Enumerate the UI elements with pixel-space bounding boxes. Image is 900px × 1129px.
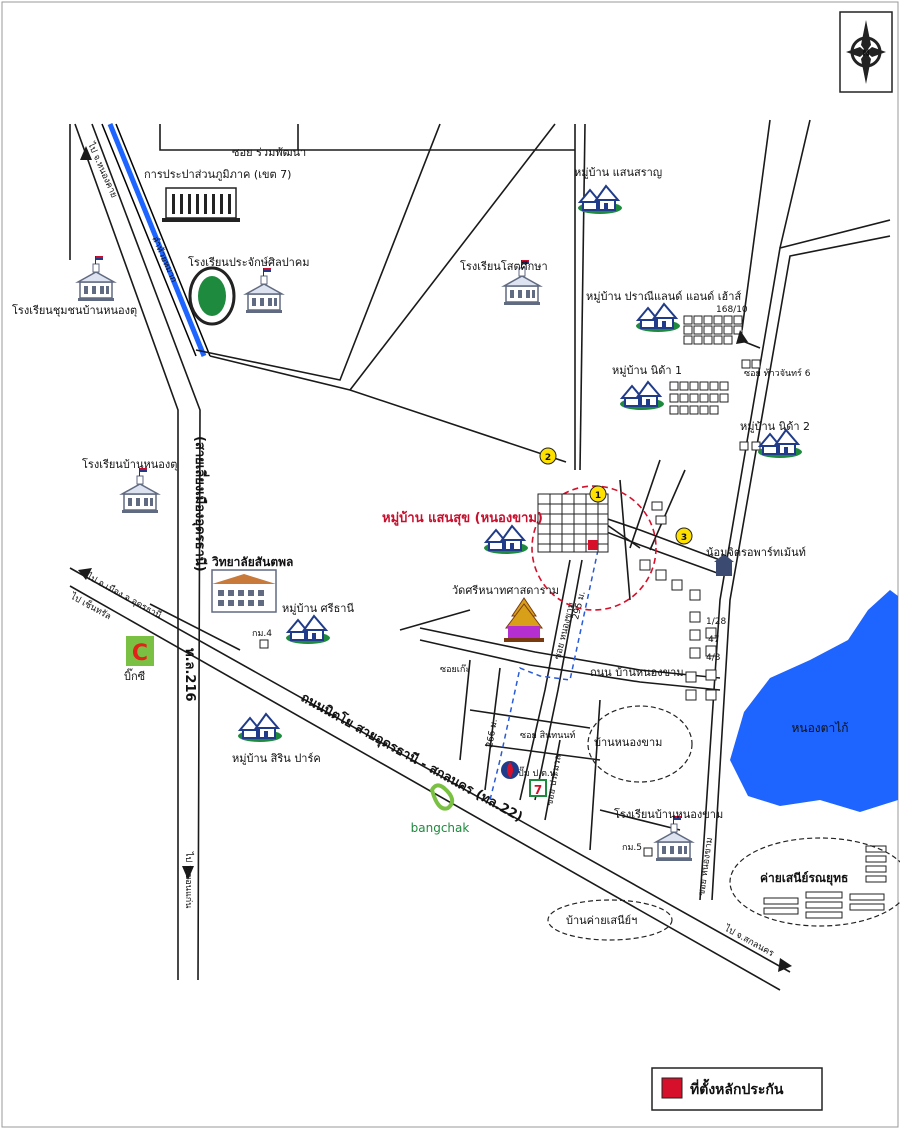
to-khonkaen-label: ไป จ.ขอนแก่น xyxy=(183,851,194,908)
legend-label: ที่ตั้งหลักประกัน xyxy=(690,1078,784,1098)
house-47-label: 47 xyxy=(708,635,719,645)
college-icon xyxy=(211,569,277,613)
ban-camp-label: บ้านค่ายเสนีย์ฯ xyxy=(566,914,637,927)
ban-camp-area xyxy=(547,899,673,941)
km4-label: กม.4 xyxy=(252,629,272,639)
village-icon xyxy=(635,303,681,333)
government-building-icon xyxy=(162,187,240,222)
ban-nongkham-road-label: ถนน บ้านหนองขาม xyxy=(590,666,684,679)
nong-ta-kai-label: หนองตาไก้ xyxy=(791,721,848,735)
nong-ta-kai-lake xyxy=(730,590,898,812)
main-road-label: ถนนนิตโย สายอุดรธานี - สกลนคร (ทล.22) xyxy=(298,689,526,826)
nida1-label: หมู่บ้าน นิด้า 1 xyxy=(612,364,682,377)
village-icon xyxy=(483,525,529,555)
noi-apartment-label: น้อมจิตรอพาร์ทเม้นท์ xyxy=(706,546,806,559)
apartment-icon xyxy=(714,554,734,576)
saensuk-label: หมู่บ้าน แสนสุข (หนองขาม) xyxy=(382,510,543,526)
wat-label: วัดศรีหนาทศาสดาราม xyxy=(452,584,559,597)
srithani-label: หมู่บ้าน ศรีธานี xyxy=(282,602,354,615)
legend-site-swatch xyxy=(661,1077,683,1099)
soi-ruam-phatthana-label: ซอย ร่วมพัฒนา xyxy=(232,146,306,159)
camp-label: ค่ายเสนีย์รณยุทธ xyxy=(760,871,848,886)
marker-3: 3 xyxy=(675,527,693,545)
village-icon xyxy=(285,615,331,645)
marker-2: 2 xyxy=(539,447,557,465)
ban-nongkham-label: บ้านหนองขาม xyxy=(594,736,662,749)
bangchak-logo-icon: bangchak xyxy=(411,783,470,835)
bigc-logo-icon: C xyxy=(126,636,154,666)
chumchon-nongdu-label: โรงเรียนชุมชนบ้านหนองตุ xyxy=(12,303,137,317)
soi-ke-label: ซอยเก๊ะ xyxy=(440,664,470,675)
saensaran-label: หมู่บ้าน แสนสราญ xyxy=(574,166,662,179)
site-radius-circle xyxy=(531,485,657,611)
convenience-store-icon: 7 xyxy=(529,779,547,797)
marker-1: 1 xyxy=(589,485,607,503)
village-icon xyxy=(619,381,665,411)
th216-label: ท.ล.216 xyxy=(182,648,197,702)
to-central-label: ไป เซ็นทรัล xyxy=(68,589,114,623)
sotsueksa-label: โรงเรียนโสตศึกษา xyxy=(460,259,548,273)
ban-nongkham-area xyxy=(587,705,693,783)
school-icon xyxy=(245,267,283,314)
village-icon xyxy=(757,429,803,459)
canal xyxy=(101,123,211,357)
store-logo-text: 7 xyxy=(534,783,542,797)
svg-text:2: 2 xyxy=(545,453,551,463)
village-icon xyxy=(237,713,283,743)
ban-nongkham-school-label: โรงเรียนบ้านหนองขาม xyxy=(614,807,723,821)
pranee-houses xyxy=(683,315,743,345)
camp-buildings xyxy=(763,845,887,919)
nida1-houses xyxy=(669,381,729,415)
compass-icon: N xyxy=(839,11,893,93)
pump-label: ปั๊ม ป.ต.ท. xyxy=(518,766,559,779)
pranee-label: หมู่บ้าน ปราณีแลนด์ แอนด์ เฮ้าส์ xyxy=(586,290,741,303)
prachak-school-label: โรงเรียนประจักษ์ศิลปาคม xyxy=(188,255,309,269)
svg-text:3: 3 xyxy=(681,533,687,543)
sirin-label: หมู่บ้าน สิริน ปาร์ค xyxy=(232,752,321,765)
collateral-site-marker[interactable] xyxy=(588,540,598,550)
roadside-houses xyxy=(639,359,761,701)
legend: ที่ตั้งหลักประกัน xyxy=(651,1067,823,1111)
camp-area xyxy=(729,837,900,927)
school-icon xyxy=(121,467,159,514)
road-216-vertical-label: (สายเลี่ยงเมืองอุดรธานี) xyxy=(192,436,210,572)
km-post-icon xyxy=(643,847,653,857)
km-post-icon xyxy=(259,639,269,649)
nida2-label: หมู่บ้าน นิด้า 2 xyxy=(740,420,810,433)
school-icon xyxy=(77,255,115,302)
house-n1-label: 1/28 xyxy=(706,617,726,627)
bangchak-label: bangchak xyxy=(411,821,470,835)
gas-station-icon xyxy=(501,761,519,779)
to-sakon-label: ไป จ.สกลนคร xyxy=(722,923,776,960)
pea-label: การประปาส่วนภูมิภาค (เขต 7) xyxy=(144,168,291,181)
soi-thao-chan-label: ซอย ท้าวจันทร์ 6 xyxy=(744,367,811,379)
direction-arrows xyxy=(78,146,792,972)
svg-text:1: 1 xyxy=(595,491,601,501)
school-icon xyxy=(655,815,693,862)
soi-sinthanon-label: ซอย สินทนนท์ xyxy=(520,729,576,741)
dist-266-label: 266 ม. xyxy=(485,718,500,748)
ban-nongdu-school-label: โรงเรียนบ้านหนองตุ xyxy=(82,457,177,471)
college-label: วิทยาลัยสันตพล xyxy=(212,555,294,569)
bigc-logo-text: C xyxy=(132,641,148,666)
bigc-label: บิ๊กซี xyxy=(124,668,146,683)
route-295 xyxy=(489,549,599,801)
house-4-3-label: 4/3 xyxy=(706,653,720,663)
stadium-icon xyxy=(188,266,236,326)
compass-north-label: N xyxy=(862,49,870,59)
temple-icon xyxy=(504,597,544,642)
km5-label: กม.5 xyxy=(622,843,642,853)
house-168-10-label: 168/10 xyxy=(716,305,748,315)
soi-pramuan-label: ซอย ประมวล xyxy=(545,754,564,806)
road-network xyxy=(69,119,891,991)
